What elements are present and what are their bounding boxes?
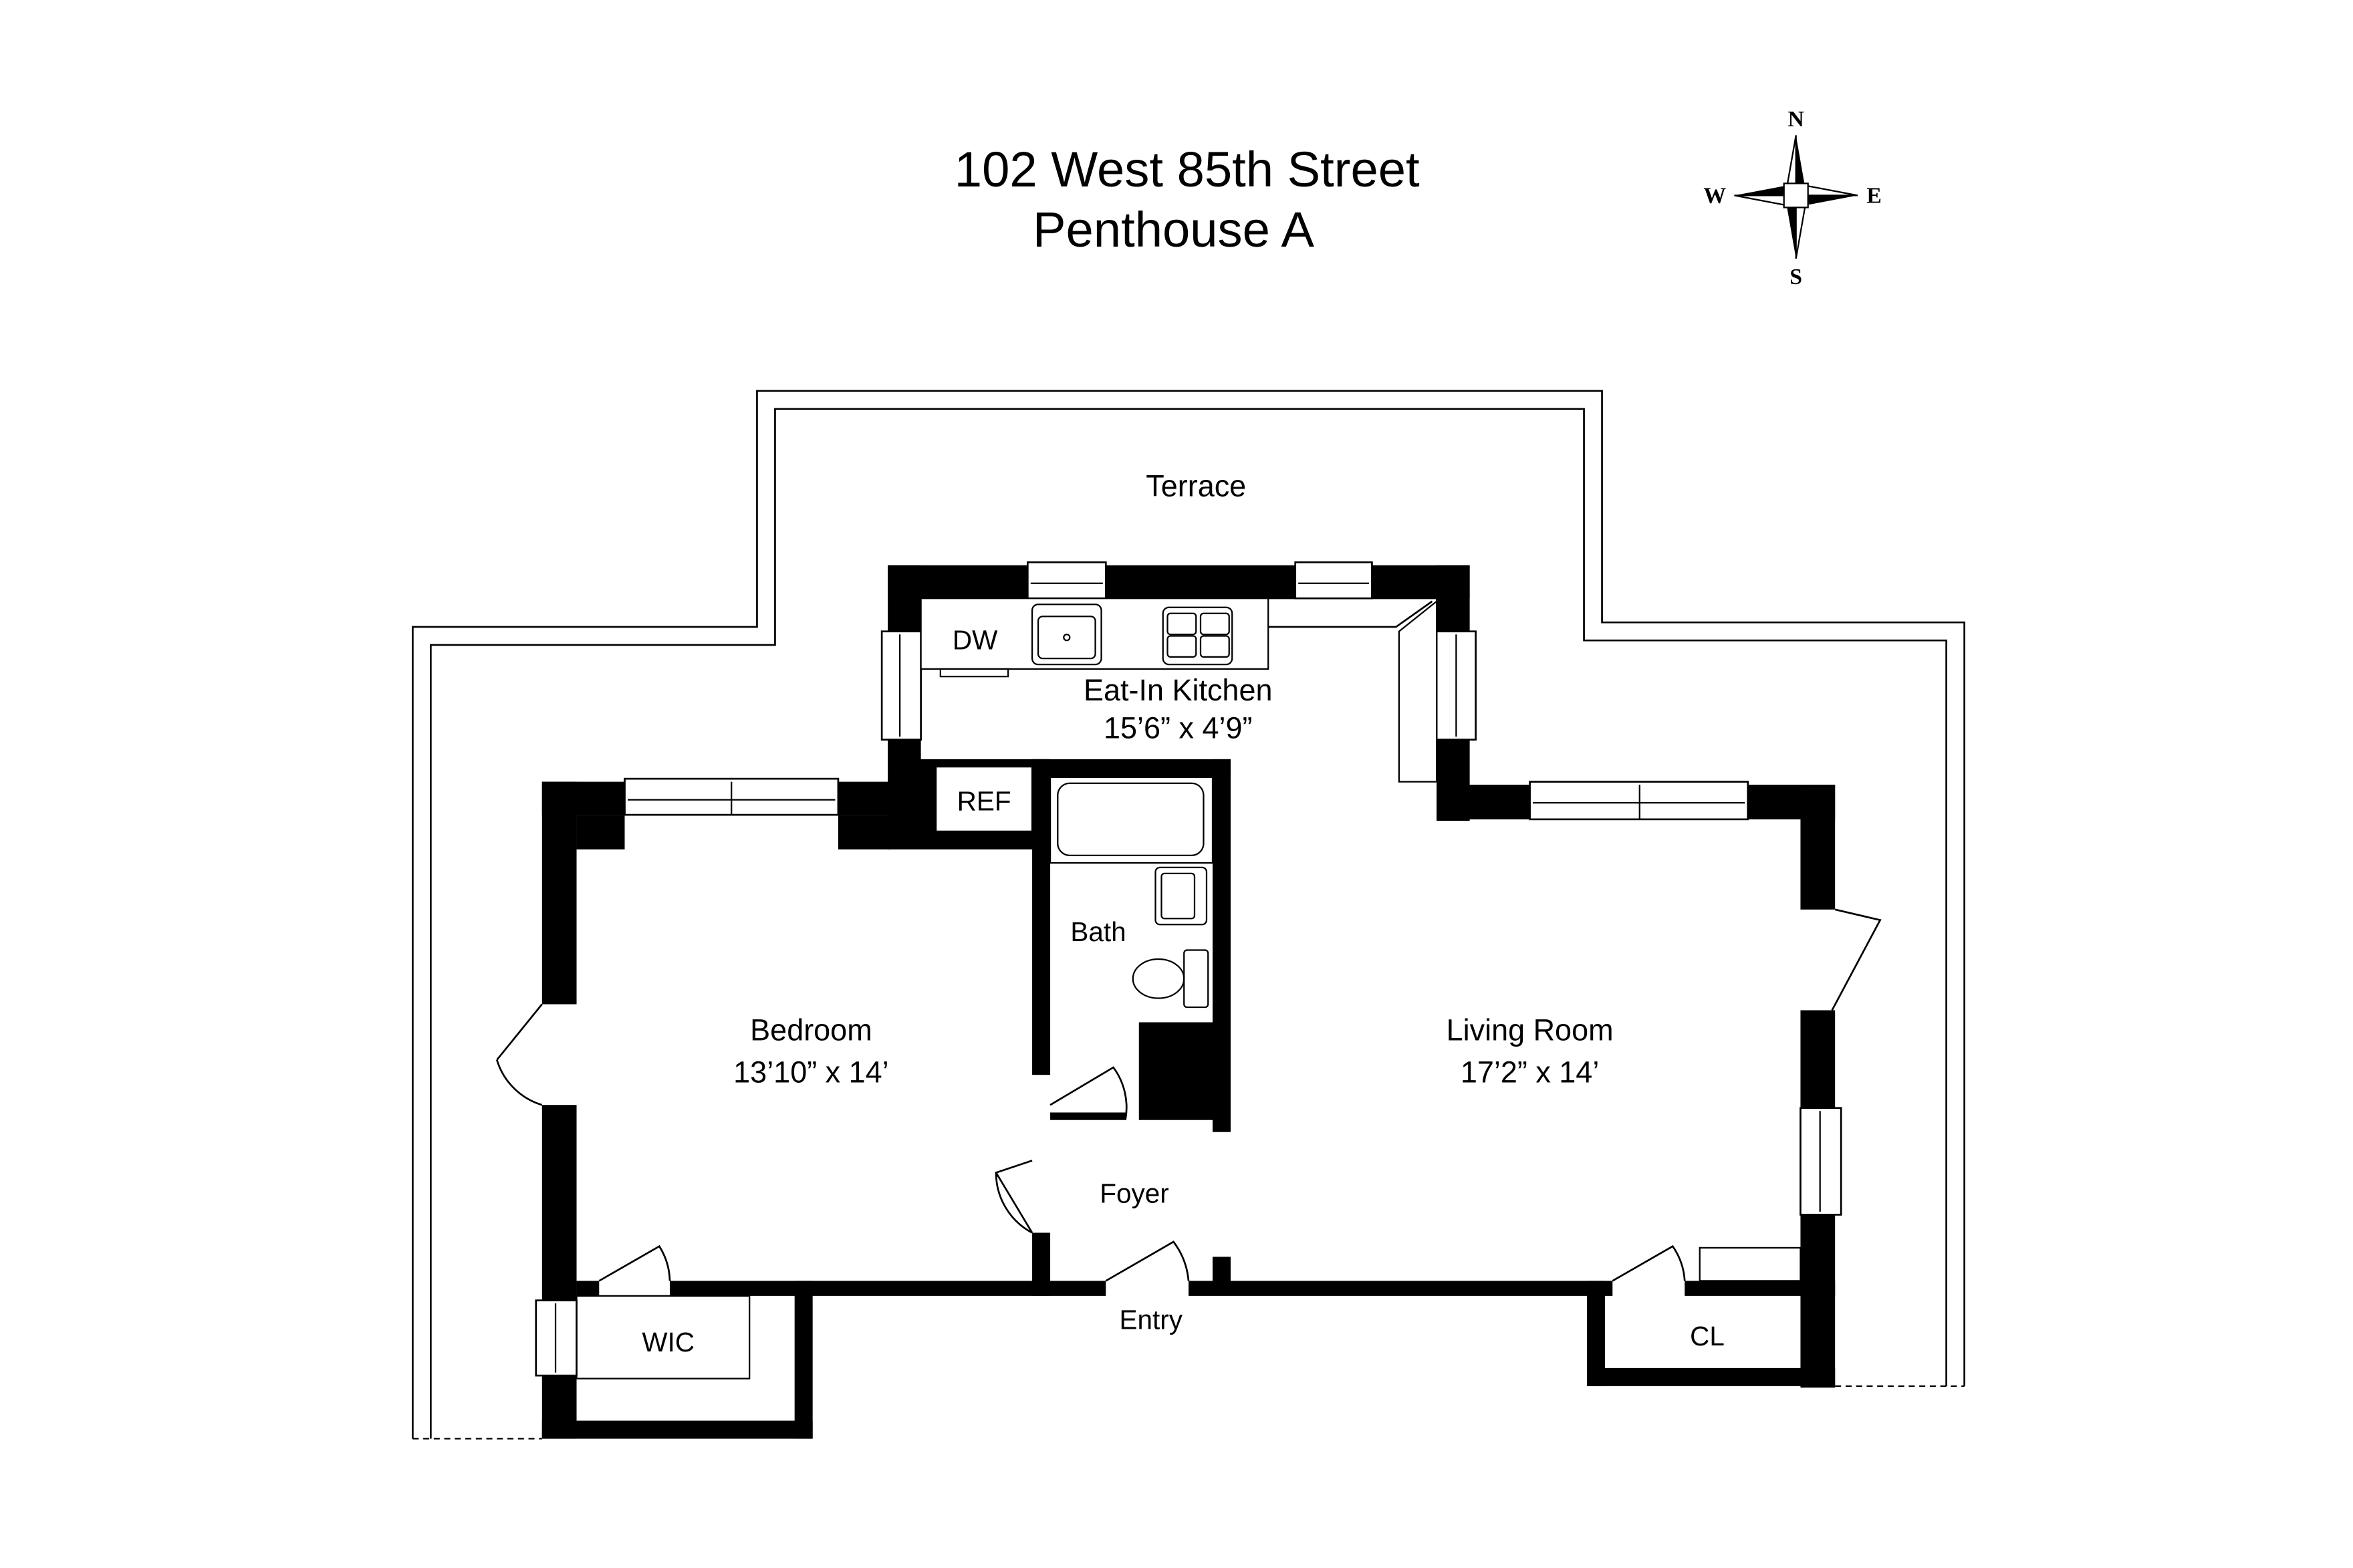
- svg-text:W: W: [1703, 184, 1726, 209]
- doors: [496, 908, 1882, 1282]
- closet-label: CL: [1690, 1321, 1725, 1351]
- living-room-size: 17’2” x 14’: [1461, 1055, 1599, 1089]
- bath-sink-icon: [1154, 866, 1208, 926]
- toilet-icon: [1132, 949, 1209, 1009]
- kitchen-label: Eat-In Kitchen: [1084, 673, 1272, 707]
- dishwasher-label: DW: [953, 625, 998, 656]
- compass-rose-icon: N S W E: [1703, 107, 1882, 289]
- svg-text:N: N: [1788, 107, 1804, 132]
- windows: [535, 561, 1842, 1377]
- terrace-outline: [412, 390, 1965, 1440]
- svg-text:E: E: [1866, 184, 1882, 209]
- entry-label: Entry: [1120, 1304, 1183, 1335]
- wic-label: WIC: [642, 1327, 695, 1357]
- terrace-label: Terrace: [1146, 469, 1246, 503]
- sink-icon: [1031, 604, 1102, 666]
- refrigerator-label: REF: [957, 785, 1011, 816]
- unit-title: Penthouse A: [1033, 202, 1314, 257]
- svg-text:S: S: [1789, 265, 1802, 289]
- bathtub-icon: [1049, 776, 1214, 864]
- bedroom-label: Bedroom: [750, 1013, 872, 1047]
- foyer-label: Foyer: [1100, 1178, 1168, 1208]
- bath-label: Bath: [1070, 916, 1126, 947]
- kitchen-size: 15’6” x 4’9”: [1104, 710, 1252, 745]
- bedroom-size: 13’10” x 14’: [733, 1055, 889, 1089]
- address-title: 102 West 85th Street: [955, 142, 1420, 197]
- stove-icon: [1162, 606, 1233, 666]
- living-room-label: Living Room: [1447, 1013, 1614, 1047]
